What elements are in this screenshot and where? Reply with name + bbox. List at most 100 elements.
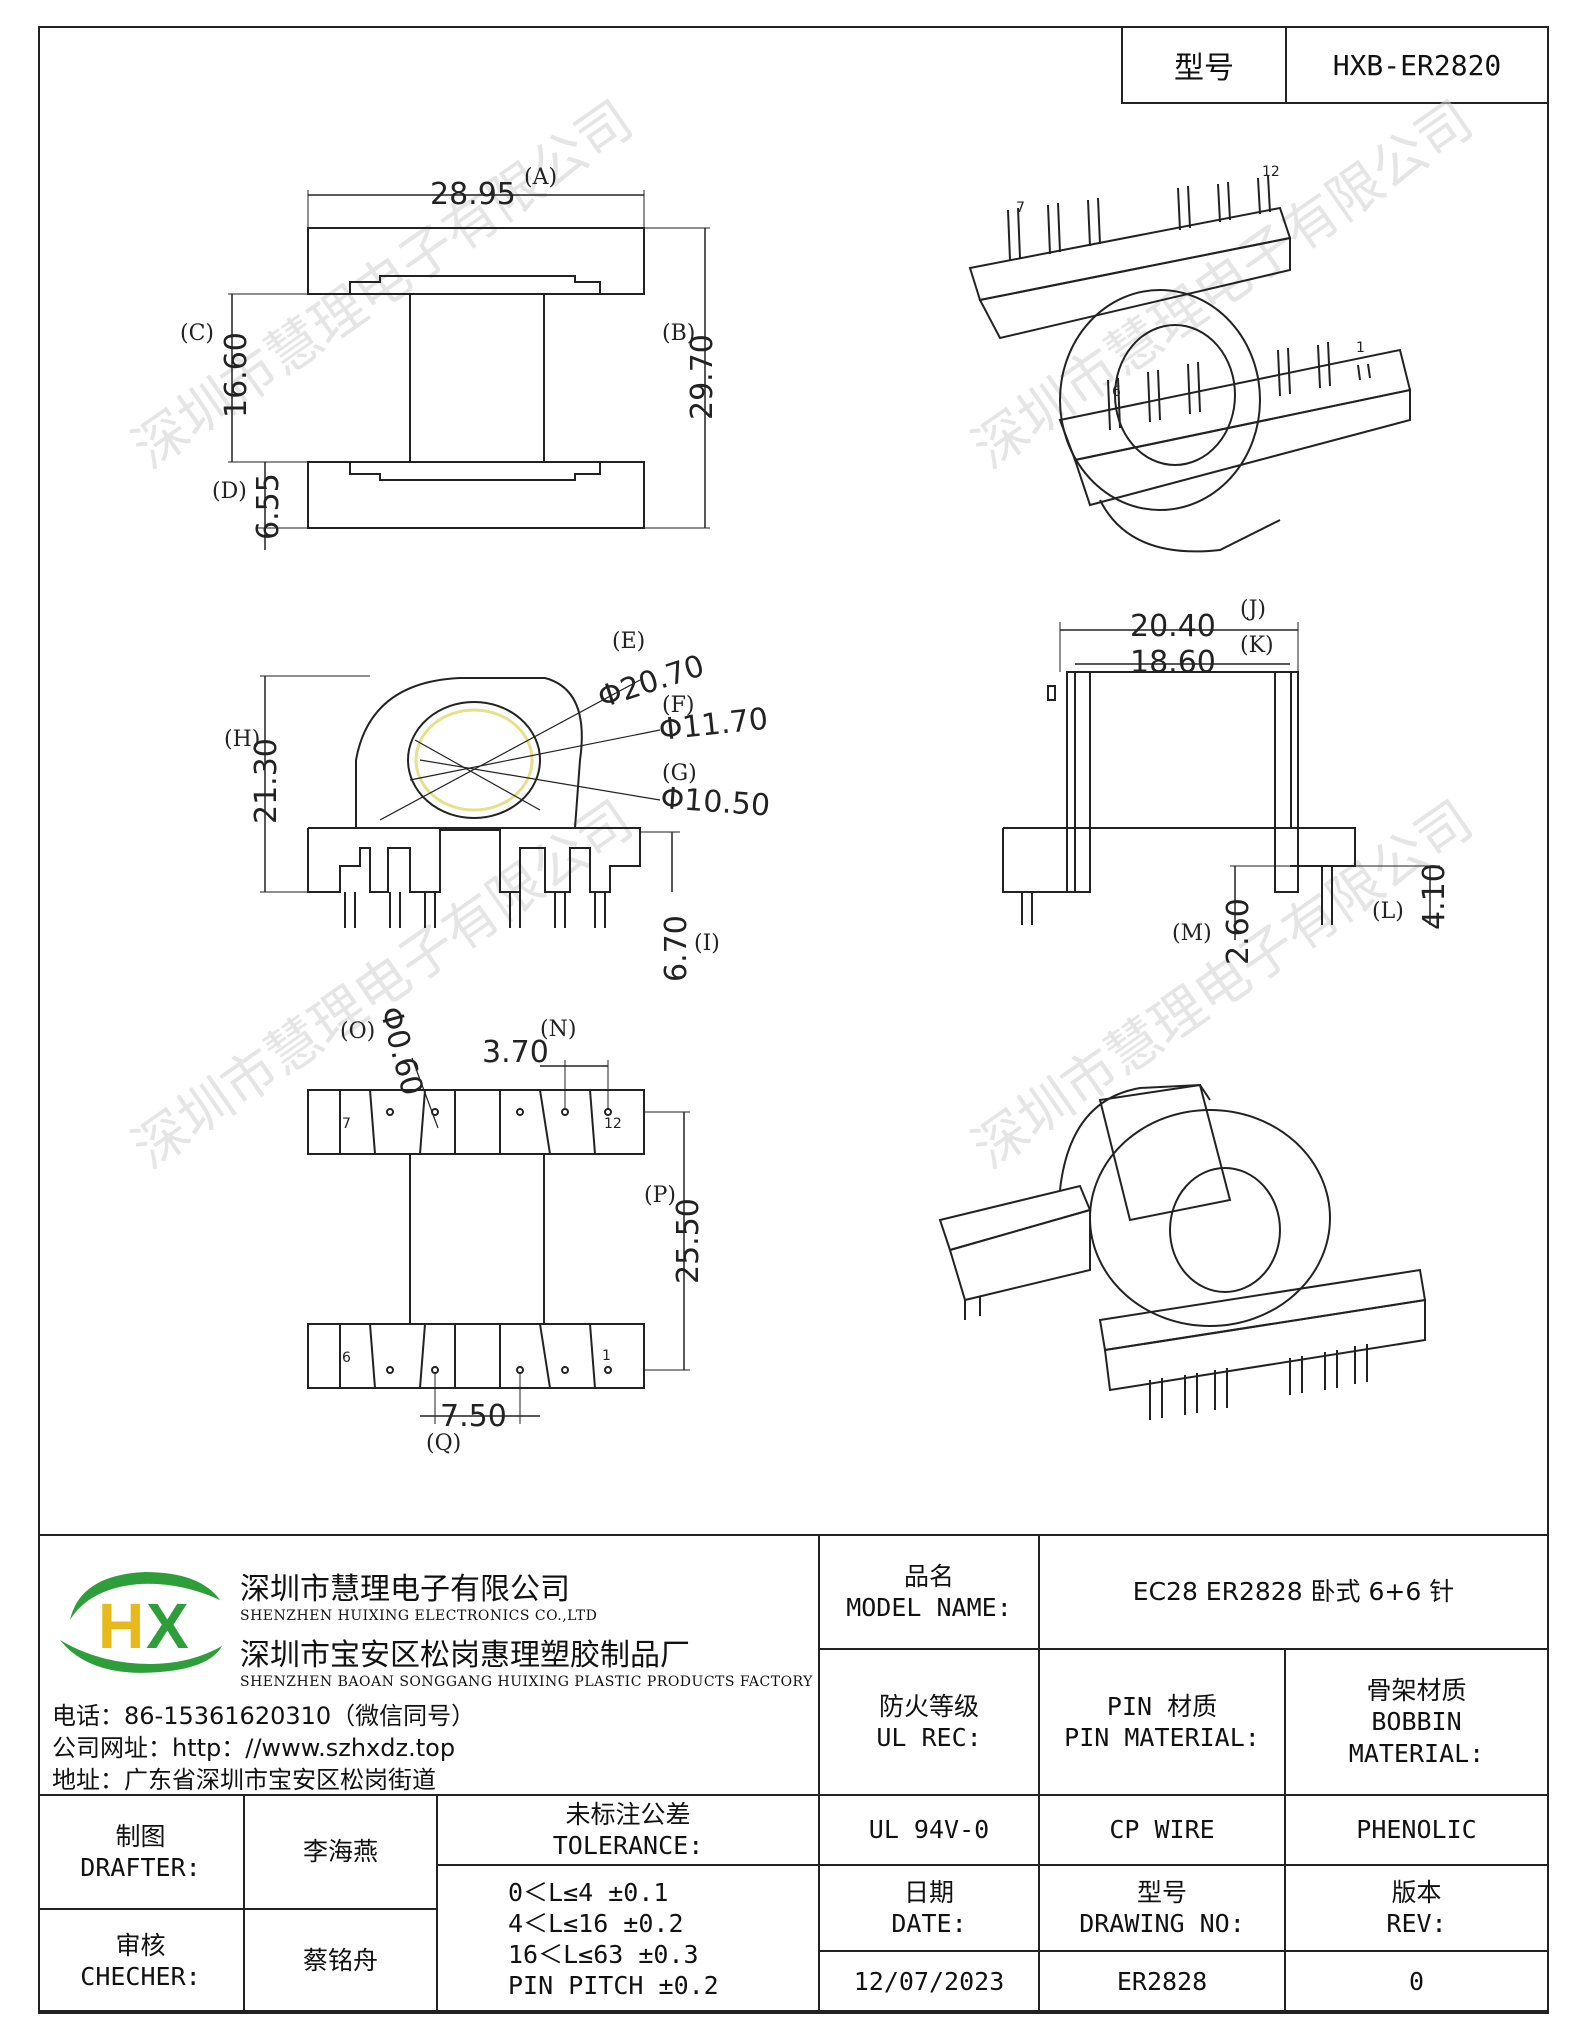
model-value: HXB-ER2820 [1332,48,1502,82]
model-name-value-cell: EC28 ER2828 卧式 6+6 针 [1040,1536,1549,1650]
iso-pin-6: 6 [1112,384,1121,400]
date-cn: 日期 [903,1877,954,1907]
factory-name-en: SHENZHEN BAOAN SONGGANG HUIXING PLASTIC … [240,1674,813,1690]
dim-b-tag: (B) [662,321,695,346]
rev-label: 版本 REV: [1286,1866,1549,1952]
bottom-pin-6: 6 [342,1350,351,1366]
date-value: 12/07/2023 [853,1967,1005,1997]
model-name-label: 品名 MODEL NAME: [820,1536,1040,1650]
rev-value-cell: 0 [1286,1952,1549,2014]
ul-value: UL 94V-0 [868,1815,990,1845]
dim-p-tag: (P) [644,1183,676,1208]
dim-n-value: 3.70 [482,1035,549,1070]
dim-a-value: 28.95 [430,177,516,212]
ul-rec-label: 防火等级 UL REC: [820,1650,1040,1796]
drafter-label: 制图 DRAFTER: [38,1796,245,1910]
dim-k-value: 18.60 [1130,645,1216,680]
drafter-en: DRAFTER: [80,1853,201,1882]
pin-value: CP WIRE [1109,1815,1215,1845]
dim-k-tag: (K) [1240,633,1274,658]
checker-cn: 审核 [115,1930,166,1960]
ul-rec-en: UL REC: [876,1723,982,1752]
bottom-pin-12: 12 [604,1116,622,1132]
tolerance-row-2: 4＜L≤16 ±0.2 [508,1908,684,1938]
website-text: 公司网址：http：//www.szhxdz.top [52,1734,456,1762]
date-value-cell: 12/07/2023 [820,1952,1040,2014]
bobbin-value-cell: PHENOLIC [1286,1796,1549,1866]
drafter-cn: 制图 [115,1821,166,1851]
watermarks: 深圳市慧理电子有限公司 深圳市慧理电子有限公司 深圳市慧理电子有限公司 深圳市慧… [121,88,1484,1180]
iso-pin-7: 7 [1016,200,1025,216]
bottom-view [307,1057,690,1424]
dim-i-value: 6.70 [659,915,694,982]
dim-h-value: 21.30 [249,738,284,824]
logo-h: H [98,1590,144,1662]
date-label: 日期 DATE: [820,1866,1040,1952]
model-name-value: EC28 ER2828 卧式 6+6 针 [1132,1577,1455,1607]
checker-name-cell: 蔡铭舟 [245,1910,438,2014]
drawing-no-value: ER2828 [1116,1967,1208,1997]
checker-en: CHECHER: [80,1962,201,1991]
tolerance-row-4: PIN PITCH ±0.2 [508,1971,719,2001]
drawing-no-cn: 型号 [1136,1877,1187,1907]
dim-q-value: 7.50 [440,1399,507,1434]
iso-pin-12: 12 [1262,164,1280,180]
dim-h-tag: (H) [224,727,260,752]
dim-n-tag: (N) [540,1017,576,1042]
drafter-name: 李海燕 [302,1837,378,1867]
bobbin-material-label: 骨架材质 BOBBIN MATERIAL: [1286,1650,1549,1796]
dim-b-value: 29.70 [685,334,720,420]
dim-d-tag: (D) [212,479,247,504]
tolerance-en: TOLERANCE: [552,1831,704,1860]
pin-material-label: PIN 材质 PIN MATERIAL: [1040,1650,1286,1796]
hx-logo-icon: H X [60,1572,222,1673]
model-name-en: MODEL NAME: [846,1593,1012,1622]
bobbin-value: PHENOLIC [1356,1815,1477,1845]
dim-i-tag: (I) [694,931,720,956]
drawing-no-en: DRAWING NO: [1079,1909,1245,1938]
watermark-1: 深圳市慧理电子有限公司 [121,88,644,480]
company-name-cn: 深圳市慧理电子有限公司 [240,1572,570,1607]
rev-en: REV: [1386,1909,1447,1938]
pin-material-en: PIN MATERIAL: [1064,1723,1260,1752]
rev-cn: 版本 [1391,1877,1442,1907]
drawing-no-value-cell: ER2828 [1040,1952,1286,2014]
checker-label: 审核 CHECHER: [38,1910,245,2014]
bottom-pin-7: 7 [342,1116,351,1132]
dim-j-value: 20.40 [1130,609,1216,644]
model-name-cn: 品名 [903,1561,954,1591]
dim-q-tag: (Q) [426,1431,461,1456]
checker-name: 蔡铭舟 [302,1946,378,1976]
tolerance-cn: 未标注公差 [565,1799,691,1829]
bobbin-material-cn: 骨架材质 [1366,1676,1467,1706]
dim-j-tag: (J) [1240,597,1266,622]
tolerance-label: 未标注公差 TOLERANCE: [438,1796,820,1866]
dim-c-value: 16.60 [219,332,254,418]
drawing-sheet-border [38,26,1549,2012]
dim-c-tag: (C) [180,321,214,346]
date-en: DATE: [891,1909,967,1938]
title-block: H X 深圳市慧理电子有限公司 SHENZHEN HUIXING ELECTRO… [38,1534,1549,2014]
bobbin-material-en1: BOBBIN [1371,1707,1462,1737]
dim-m-tag: (M) [1172,921,1212,946]
rev-value: 0 [1408,1967,1425,1997]
iso-pin-1: 1 [1356,340,1365,356]
company-info: H X 深圳市慧理电子有限公司 SHENZHEN HUIXING ELECTRO… [38,1536,820,1796]
drafter-name-cell: 李海燕 [245,1796,438,1910]
factory-name-cn: 深圳市宝安区松岗惠理塑胶制品厂 [240,1638,690,1673]
address-text: 地址：广东省深圳市宝安区松岗街道 [52,1766,436,1794]
dim-f-tag: (F) [662,693,694,718]
watermark-4: 深圳市慧理电子有限公司 [961,788,1484,1180]
iso-view-top [968,175,1412,553]
ul-value-cell: UL 94V-0 [820,1796,1040,1866]
dim-l-tag: (L) [1372,899,1404,924]
dim-m-value: 2.60 [1221,898,1256,965]
dim-p-value: 25.50 [671,1198,706,1284]
dim-g-value: Φ10.50 [659,781,771,824]
model-number-box: 型号 HXB-ER2820 [1121,26,1549,104]
bobbin-material-en2: MATERIAL: [1348,1738,1485,1768]
pin-value-cell: CP WIRE [1040,1796,1286,1866]
tolerance-row-3: 16＜L≤63 ±0.3 [508,1940,699,1969]
front-view [228,190,710,550]
dim-o-value: Φ0.60 [372,1003,429,1099]
